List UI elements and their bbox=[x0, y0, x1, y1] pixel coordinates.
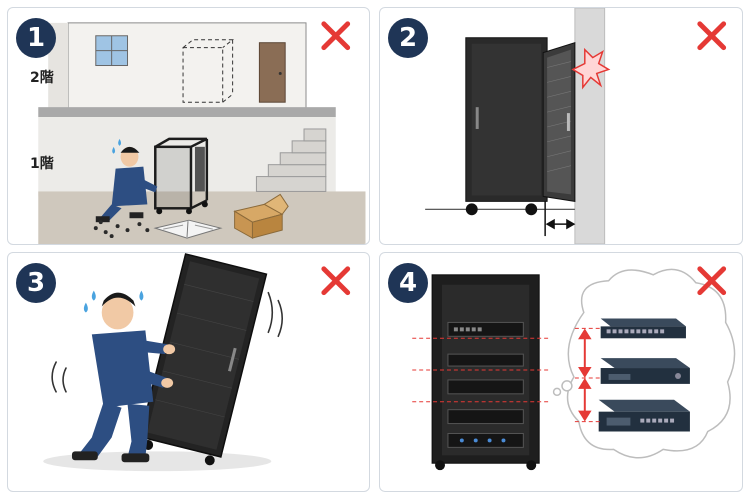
panel-1-illustration bbox=[38, 21, 366, 244]
router-device bbox=[600, 358, 690, 384]
open-mesh-door bbox=[542, 42, 576, 202]
recorder-device bbox=[598, 399, 690, 432]
cardboard-box bbox=[233, 193, 289, 239]
tilted-server-rack bbox=[139, 253, 268, 466]
impact-burst-icon bbox=[571, 47, 611, 90]
red-x-icon bbox=[321, 21, 351, 51]
open-server-rack bbox=[431, 274, 540, 471]
panel-3-illustration bbox=[43, 253, 351, 472]
red-x-icon bbox=[697, 266, 727, 296]
panel-2-illustration bbox=[425, 8, 727, 244]
worker-figure bbox=[71, 292, 176, 463]
panel-4-illustration bbox=[412, 266, 736, 471]
network-switch-device bbox=[600, 318, 686, 339]
panel-4-equipment-spacing: 4 bbox=[379, 252, 743, 492]
worker-figure bbox=[95, 146, 158, 223]
panel-2-door-hits-wall: 2 bbox=[379, 7, 743, 245]
step-number-badge: 2 bbox=[388, 18, 428, 58]
red-x-icon bbox=[321, 266, 351, 296]
server-rack-cabinet bbox=[465, 37, 548, 216]
red-x-icon bbox=[697, 21, 727, 51]
step-number-badge: 1 bbox=[16, 18, 56, 58]
floor-label-2f: 2階 bbox=[30, 70, 54, 86]
floor-label-1f: 1階 bbox=[30, 156, 54, 172]
step-number-badge: 4 bbox=[388, 263, 428, 303]
step-number-badge: 3 bbox=[16, 263, 56, 303]
spacing-arrows bbox=[578, 328, 592, 422]
dashed-rack-outline bbox=[182, 39, 235, 103]
staircase bbox=[255, 128, 327, 192]
clearance-arrow bbox=[544, 201, 576, 237]
panel-1-assembly-on-first-floor: 1 2階 1階 bbox=[7, 7, 370, 245]
manual-booklet bbox=[153, 219, 223, 239]
panel-3-lifting-alone: 3 bbox=[7, 252, 370, 492]
